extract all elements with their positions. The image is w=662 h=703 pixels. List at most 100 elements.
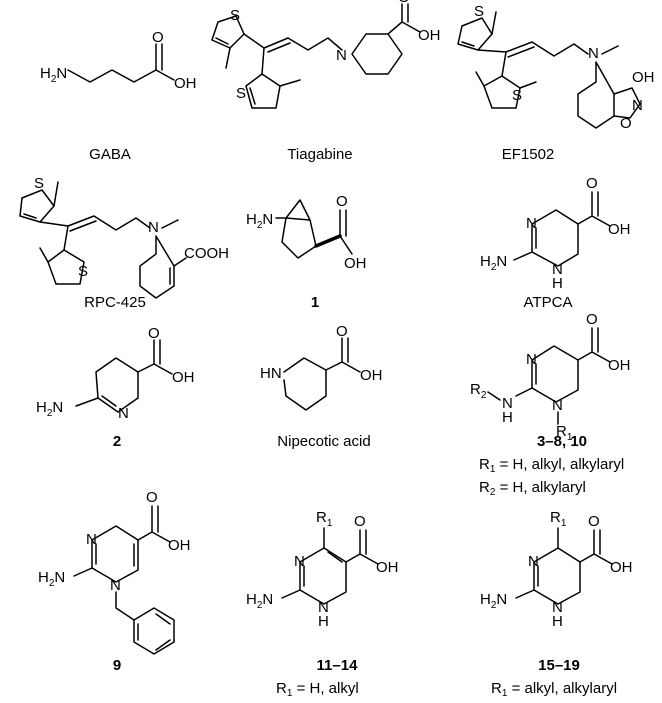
sulfur-label-2: S (78, 263, 88, 280)
amine-n-label: N (588, 45, 599, 62)
ring-n-label-1: N (86, 531, 97, 548)
nipecotic-acid-skeleton: HN O OH (260, 323, 383, 411)
caption-tiagabine: Tiagabine (287, 146, 353, 163)
atpca-skeleton: N N H O OH H2N (480, 175, 631, 292)
ring-n-label-2: N (110, 577, 121, 594)
ring-nh-label: N (318, 599, 329, 616)
rpc425-structure: S S N COOH (6, 175, 246, 311)
carbonyl-o-label: O (588, 513, 600, 530)
r1-label: R1 (316, 509, 333, 529)
ring-nh-label: HN (260, 365, 282, 382)
carboxyl-label: COOH (184, 245, 229, 262)
amine-label: H2N (246, 211, 273, 231)
amine-label: H2N (38, 569, 65, 589)
amine-label: H2N (246, 591, 273, 611)
hydroxyl-label: OH (632, 69, 655, 86)
sulfur-label-1: S (474, 3, 484, 20)
compound-15-19-skeleton: R1 N N H O OH H2N (480, 509, 633, 630)
r1-label: R1 (550, 509, 567, 529)
compound-2-structure: O OH N H2N (36, 325, 206, 438)
ring-n-label-1: N (526, 215, 537, 232)
tiagabine-skeleton: S S N O OH (211, 0, 441, 109)
ring-n-label-1: N (526, 351, 537, 368)
carbonyl-o-label: O (586, 175, 598, 192)
tiagabine-structure: S S N O OH (196, 0, 446, 137)
note-r1-15-19: R1 = alkyl, alkylaryl (491, 680, 618, 699)
isoxazole-o-label: O (620, 115, 632, 132)
sulfur-label-2: S (236, 85, 246, 102)
piperidine-n-label: N (336, 47, 347, 64)
compound-11-14-structure: R1 N N H O OH H2N (244, 500, 414, 640)
caption-rpc425: RPC-425 (84, 294, 146, 311)
gaba-structure: H2N O OH (30, 29, 200, 110)
hydroxyl-label: OH (418, 27, 441, 44)
caption-compound-15-19: 15–19 (538, 657, 580, 674)
compound-9-structure: N N O OH H2N (36, 489, 206, 660)
caption-compound-9: 9 (112, 657, 122, 674)
compound-1-structure: H2N O OH (246, 188, 386, 288)
isoxazole-n-label: N (632, 97, 643, 114)
note-r1-11-14: R1 = H, alkyl (276, 680, 359, 699)
carbonyl-o-label: O (148, 325, 160, 342)
ring-n-label-2: N (552, 397, 563, 414)
carbonyl-o-label: O (398, 0, 410, 6)
compound-2-skeleton: O OH N H2N (36, 325, 195, 422)
ring-n-label: N (118, 405, 129, 422)
sulfur-label-1: S (34, 175, 44, 192)
compound-3-8-10-skeleton: N N R1 O OH N H R2 (470, 311, 631, 443)
atpca-structure: N N H O OH H2N (478, 175, 658, 292)
note-r2-3-8-10: R2 = H, alkylaryl (479, 479, 586, 498)
sulfur-label-1: S (230, 7, 240, 24)
caption-atpca: ATPCA (523, 294, 573, 311)
caption-ef1502: EF1502 (501, 146, 555, 163)
carbonyl-o-label: O (354, 513, 366, 530)
sulfur-label-2: S (512, 87, 522, 104)
compound-3-8-10-structure: N N R1 O OH N H R2 (470, 311, 660, 443)
amine-label: H2N (36, 399, 63, 419)
caption-compound-3-8-10: 3–8, 10 (536, 433, 588, 450)
r2-label: R2 (470, 381, 487, 401)
amine-label: H2N (480, 253, 507, 273)
hydroxyl-label: OH (168, 537, 191, 554)
ef1502-structure: S S N OH N O (436, 3, 656, 139)
compound-11-14-skeleton: R1 N N H O OH H2N (246, 509, 399, 630)
compound-1-skeleton: H2N O OH (246, 193, 367, 272)
hydroxyl-label: OH (172, 369, 195, 386)
caption-gaba: GABA (89, 146, 131, 163)
ring-nh-label: N (552, 261, 563, 278)
carbonyl-o-label: O (336, 323, 348, 340)
gaba-skeleton: H2N O OH (40, 29, 197, 92)
compound-9-skeleton: N N O OH H2N (38, 489, 191, 655)
amine-label: H2N (40, 65, 67, 85)
ring-h-label: H (552, 613, 563, 630)
r1-label: R1 (556, 423, 573, 443)
carbonyl-o-label: O (152, 29, 164, 46)
amine-n-label: N (148, 219, 159, 236)
caption-compound-11-14: 11–14 (316, 657, 358, 674)
amine-label: H2N (480, 591, 507, 611)
carbonyl-o-label: O (586, 311, 598, 328)
amine-h-label: H (502, 409, 513, 426)
hydroxyl-label: OH (344, 255, 367, 272)
ring-n-label-1: N (294, 553, 305, 570)
caption-nipecotic-acid: Nipecotic acid (277, 433, 371, 450)
hydroxyl-label: OH (608, 357, 631, 374)
ring-h-label: H (318, 613, 329, 630)
note-r1-3-8-10: R1 = H, alkyl, alkylaryl (479, 456, 625, 475)
hydroxyl-label: OH (608, 221, 631, 238)
ring-h-label: H (552, 275, 563, 292)
caption-compound-1: 1 (310, 294, 320, 311)
hydroxyl-label: OH (610, 559, 633, 576)
nipecotic-acid-structure: HN O OH (260, 323, 400, 430)
carbonyl-o-label: O (146, 489, 158, 506)
rpc425-skeleton: S S N COOH (19, 175, 229, 299)
ring-nh-label: N (552, 599, 563, 616)
caption-compound-2: 2 (112, 433, 122, 450)
carbonyl-o-label: O (336, 193, 348, 210)
hydroxyl-label: OH (174, 75, 197, 92)
amine-nh-label: N (502, 395, 513, 412)
ring-n-label-1: N (528, 553, 539, 570)
hydroxyl-label: OH (360, 367, 383, 384)
ef1502-skeleton: S S N OH N O (457, 3, 655, 132)
compound-15-19-structure: R1 N N H O OH H2N (478, 500, 658, 640)
